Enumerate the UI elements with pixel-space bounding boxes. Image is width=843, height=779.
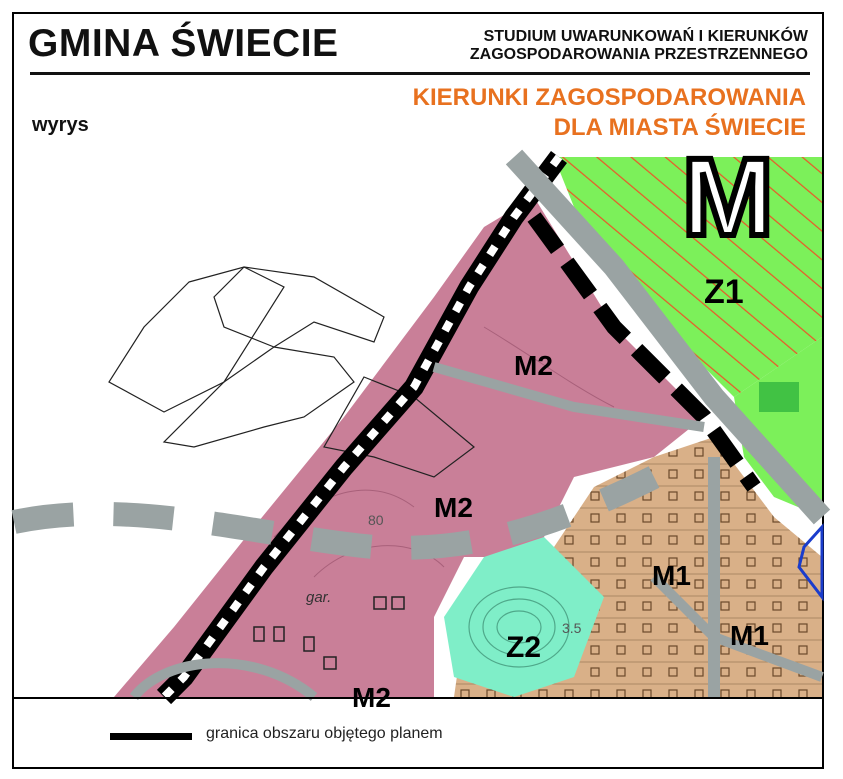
study-subtitle-line2: ZAGOSPODAROWANIA PRZESTRZENNEGO <box>469 46 808 63</box>
zone-letter-m: M <box>682 136 774 259</box>
road-crossing <box>432 362 705 432</box>
road-bottom-loop <box>130 658 318 701</box>
municipality-title: GMINA ŚWIECIE <box>28 22 339 65</box>
legend-symbol-boundary <box>110 733 192 740</box>
extract-label: wyrys <box>32 114 89 136</box>
legend-label-boundary: granica obszaru objętego planem <box>206 725 443 742</box>
zone-label-z2: Z2 <box>506 631 541 664</box>
zone-z1-area <box>554 157 822 397</box>
road-diagonal <box>505 149 831 525</box>
planned-ring-road <box>11 466 660 560</box>
road-right <box>650 573 824 682</box>
map-area[interactable]: Z1 M2 M2 M2 M1 M1 Z2 M gar. 80 3.5 <box>11 133 831 713</box>
map-sheet: GMINA ŚWIECIE STUDIUM UWARUNKOWAŃ I KIER… <box>11 12 831 769</box>
zone-label-m2-middle: M2 <box>434 492 473 523</box>
green-area-right <box>734 337 822 517</box>
zone-z2-area <box>444 537 604 697</box>
zone-label-m1-left: M1 <box>652 560 691 591</box>
garage-annotation: gar. <box>306 589 331 606</box>
zone-label-m1-right: M1 <box>730 620 769 651</box>
spot-height-label: 3.5 <box>562 620 582 636</box>
map-header: GMINA ŚWIECIE STUDIUM UWARUNKOWAŃ I KIER… <box>14 14 822 159</box>
plan-heading-line2: DLA MIASTA ŚWIECIE <box>553 114 806 141</box>
zone-label-z1: Z1 <box>704 273 744 311</box>
plan-boundary-right <box>527 212 761 492</box>
plan-heading-line1: KIERUNKI ZAGOSPODAROWANIA <box>412 84 806 111</box>
contour-label: 80 <box>368 512 384 528</box>
contour-rings <box>468 586 570 668</box>
zone-label-m2-upper: M2 <box>514 350 553 381</box>
map-legend: granica obszaru objętego planem <box>14 697 822 769</box>
plan-boundary-dashes <box>161 154 563 700</box>
title-underline <box>30 72 810 75</box>
small-buildings <box>253 596 405 670</box>
green-block <box>759 382 799 412</box>
blue-outline <box>797 523 824 602</box>
study-subtitle-line1: STUDIUM UWARUNKOWAŃ I KIERUNKÓW <box>483 28 808 45</box>
zoning-map: Z1 M2 M2 M2 M1 M1 Z2 M gar. 80 3.5 <box>11 133 831 713</box>
